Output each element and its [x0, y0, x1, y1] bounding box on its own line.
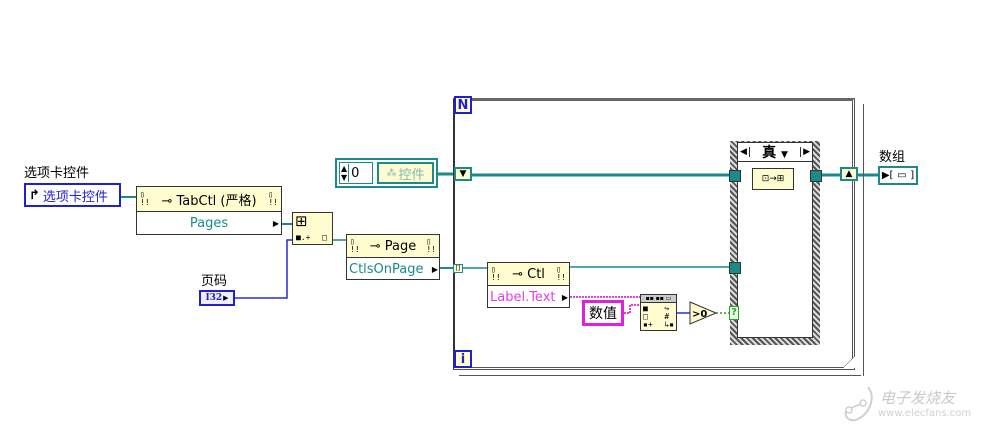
output-terminals-icon: ↪#↳▪: [664, 304, 674, 329]
array-element-text: 控件: [398, 167, 425, 183]
match-pattern-icon: ▪▪ ▪▪ ▭: [641, 295, 676, 303]
error-out-icon: ▯!!: [556, 265, 566, 282]
page-property-node[interactable]: ▯!! ⊸ Page ▯!! CtlsOnPage ▶: [346, 234, 440, 280]
wire-page-index: [235, 239, 293, 299]
watermark-url: www.elecfans.com: [878, 408, 972, 419]
ctl-property-node[interactable]: ▯!! ⊸ Ctl ▯!! Label.Text ▶: [487, 262, 570, 308]
array-bracket-icon: []: [455, 265, 461, 272]
tabctl-property-pages: Pages: [189, 216, 229, 231]
shift-register-left[interactable]: ▼: [454, 167, 472, 181]
tabctl-class-name: TabCtl (严格): [176, 193, 257, 209]
index-array-icon: ⊞: [295, 212, 308, 230]
tabctl-property-node[interactable]: ▯!! ⊸ TabCtl (严格) ▯!! Pages ▶: [136, 186, 282, 235]
output-arrow-icon: ▶: [561, 292, 568, 302]
ctl-property-header: ▯!! ⊸ Ctl ▯!!: [488, 263, 569, 286]
wire-string-const: [624, 304, 640, 314]
key-icon: ⊸: [369, 238, 381, 254]
error-out-icon: ▯!!: [426, 237, 436, 254]
output-indicator-label: 数组: [879, 150, 906, 165]
array-element: ⁂ 控件: [377, 162, 434, 184]
output-array-indicator[interactable]: ▶[ ▭ ]: [878, 166, 918, 185]
string-constant[interactable]: 数值: [582, 300, 624, 326]
compare-text: >0: [692, 309, 707, 320]
case-selector-text: 真: [762, 145, 777, 161]
watermark-title: 电子发烧友: [880, 389, 956, 407]
compare-triangle: [689, 301, 717, 325]
resize-corner-icon[interactable]: [843, 356, 855, 368]
page-index-label: 页码: [201, 274, 228, 289]
error-in-icon: ▯!!: [350, 237, 360, 254]
output-arrow-icon: ▶: [431, 264, 438, 274]
error-in-icon: ▯!!: [491, 265, 501, 282]
case-tunnel-array-in[interactable]: [729, 170, 741, 182]
greater-than-zero-function[interactable]: >0: [689, 301, 717, 325]
watermark-logo-icon: [844, 386, 873, 422]
for-loop-shadow-bottom: [459, 372, 861, 376]
refnum-element-icon: ▭: [897, 170, 907, 181]
case-next-arrow-icon[interactable]: ▶: [800, 147, 812, 157]
array-index-display[interactable]: ▲▼ 0: [339, 162, 373, 184]
index-array-function[interactable]: ⊞ ■.+ □: [292, 212, 333, 245]
empty-array-constant[interactable]: ▲▼ 0 ⁂ 控件: [335, 158, 438, 188]
output-arrow-icon: ▶: [272, 219, 279, 228]
shift-register-right[interactable]: ▲: [840, 167, 858, 181]
tab-control-terminal-text: 选项卡控件: [42, 189, 108, 205]
ctl-class-name: Ctl: [527, 266, 545, 282]
case-prev-arrow-icon[interactable]: ◀: [738, 147, 750, 157]
for-loop-shadow: [859, 104, 864, 376]
loop-iteration-terminal: i: [454, 350, 472, 368]
key-icon: ⊸: [161, 193, 173, 209]
input-arrow-icon: ▶[: [881, 170, 894, 181]
case-selector-value[interactable]: 真 ▼: [750, 142, 800, 162]
case-tunnel-array-out[interactable]: [810, 170, 822, 182]
dropdown-icon: ▼: [780, 150, 788, 160]
array-index-value: 0: [351, 165, 360, 181]
reference-arrow-icon: ↱: [29, 187, 40, 203]
case-selector-terminal[interactable]: ?: [729, 306, 739, 320]
error-out-icon: ▯!!: [268, 190, 278, 207]
ctl-property-label-text: Label.Text: [490, 289, 556, 305]
page-class-wrap: ⊸ Page: [370, 239, 417, 254]
page-index-control[interactable]: I32 ▶: [199, 290, 235, 306]
tab-control-label: 选项卡控件: [24, 166, 90, 181]
loop-count-terminal[interactable]: N: [454, 96, 472, 114]
tabctl-property-header: ▯!! ⊸ TabCtl (严格) ▯!!: [137, 187, 281, 212]
for-loop-structure[interactable]: [453, 98, 855, 370]
page-class-name: Page: [384, 238, 417, 254]
tabctl-property-row[interactable]: Pages ▶: [137, 212, 281, 235]
autoindex-tunnel[interactable]: []: [453, 264, 463, 273]
error-in-icon: ▯!!: [140, 190, 150, 207]
input-terminals-icon: ■□▪+: [643, 304, 653, 329]
case-tunnel-ctl[interactable]: [729, 262, 741, 274]
control-refnum-icon: ⁂: [386, 167, 397, 179]
index-input-icon: ■.+: [296, 233, 311, 242]
shift-up-icon: ▲: [845, 169, 853, 179]
bracket-close-icon: ]: [910, 170, 915, 181]
page-property-row[interactable]: CtlsOnPage ▶: [347, 258, 439, 280]
element-output-icon: □: [322, 233, 327, 242]
output-arrow-icon: ▶: [223, 294, 229, 302]
case-selector-label[interactable]: ◀ 真 ▼ ▶: [737, 142, 813, 162]
watermark: 电子发烧友 www.elecfans.com: [840, 383, 980, 427]
tabctl-class-wrap: ⊸ TabCtl (严格): [161, 190, 256, 209]
key-icon: ⊸: [512, 266, 523, 282]
search-string-function[interactable]: ▪▪ ▪▪ ▭ ■□▪+ ↪#↳▪: [640, 294, 677, 331]
ctl-class-wrap: ⊸ Ctl: [512, 267, 545, 282]
tab-control-terminal[interactable]: ↱ 选项卡控件: [24, 183, 121, 207]
build-array-icon: ⊡→⊞: [761, 174, 785, 184]
i32-type-text: I32: [205, 293, 223, 303]
page-property-ctlsonpage: CtlsOnPage: [349, 261, 424, 277]
index-spinner-icon[interactable]: ▲▼: [341, 164, 350, 182]
page-property-header: ▯!! ⊸ Page ▯!!: [347, 235, 439, 258]
shift-down-icon: ▼: [459, 169, 467, 179]
build-array-function[interactable]: ⊡→⊞: [752, 168, 794, 190]
ctl-property-row[interactable]: Label.Text ▶: [488, 286, 569, 308]
